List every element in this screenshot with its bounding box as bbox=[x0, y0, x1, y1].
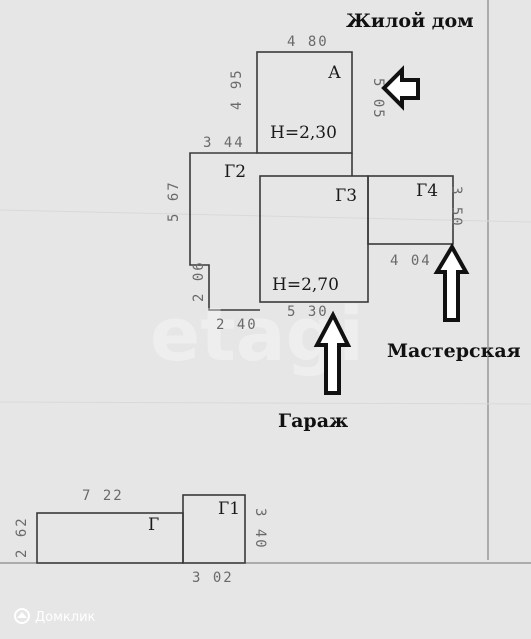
dim-g2-top: 3 44 bbox=[203, 135, 245, 151]
dim-g-top: 7 22 bbox=[82, 488, 124, 504]
dim-g-left: 2 62 bbox=[14, 516, 30, 558]
room-g2-outline bbox=[189, 152, 260, 311]
arrow-left-icon bbox=[381, 65, 420, 111]
workshop-caption: Мастерская bbox=[387, 340, 521, 362]
grid-line bbox=[0, 401, 531, 405]
dim-g2-bottom: 2 40 bbox=[216, 317, 258, 333]
room-g-label: Г bbox=[148, 515, 159, 535]
dim-g4-right: 3 50 bbox=[448, 186, 464, 228]
domclick-logo-icon bbox=[14, 608, 30, 624]
dim-g3-bottom: 5 30 bbox=[287, 304, 329, 320]
room-g4-outline bbox=[367, 175, 454, 245]
arrow-up-icon bbox=[433, 243, 470, 322]
dim-g2-left: 5 67 bbox=[166, 180, 182, 222]
room-g2-label: Г2 bbox=[224, 162, 246, 182]
room-g1-label: Г1 bbox=[218, 499, 240, 519]
house-caption: Жилой дом bbox=[346, 10, 474, 32]
room-a-label: А bbox=[328, 63, 341, 83]
dim-g4-bottom: 4 04 bbox=[390, 253, 432, 269]
dim-g2-small: 2 06 bbox=[191, 260, 207, 302]
dim-g1-right: 3 40 bbox=[252, 508, 268, 550]
dim-g1-bottom: 3 02 bbox=[192, 570, 234, 586]
grid-line bbox=[0, 209, 531, 223]
garage-caption: Гараж bbox=[278, 410, 348, 432]
room-g-outline bbox=[36, 512, 184, 564]
dim-a-right: 5 05 bbox=[370, 78, 386, 120]
dim-a-left: 4 95 bbox=[229, 68, 245, 110]
domclick-logo-icon bbox=[17, 612, 27, 618]
room-g3-label: Г3 bbox=[335, 186, 357, 206]
dim-a-width: 4 80 bbox=[287, 34, 329, 50]
room-a-outline bbox=[256, 51, 353, 154]
room-g3-height: H=2,70 bbox=[272, 275, 339, 295]
room-a-height: H=2,30 bbox=[270, 123, 337, 143]
room-g1-outline bbox=[182, 494, 246, 564]
arrow-up-icon bbox=[313, 310, 352, 395]
room-g4-label: Г4 bbox=[416, 181, 438, 201]
brand-watermark: Домклик bbox=[35, 610, 96, 625]
